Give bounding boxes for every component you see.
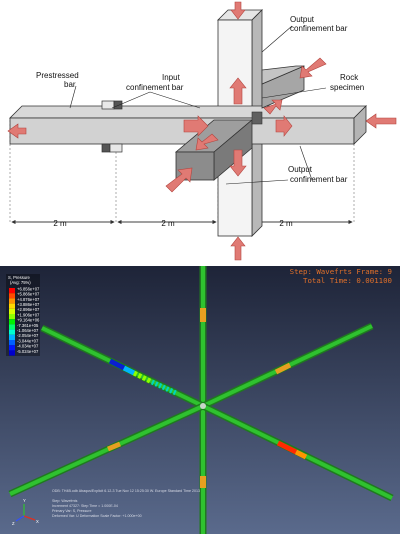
legend-value: +5.866e+07 (17, 292, 40, 297)
legend-value: -3.044e+07 (17, 338, 39, 343)
triad-x-label: X (36, 519, 39, 524)
legend-value: +2.896e+07 (17, 307, 40, 312)
triad-z-label: Z (12, 521, 15, 526)
triad-y-label: Y (23, 498, 26, 503)
bar-arm-right-lower (201, 402, 394, 502)
legend-color-swatch (9, 319, 15, 325)
odb-info-footer: ODB: TH4B.odb Abaqus/Explicit 6.12-3 Tue… (52, 489, 200, 518)
legend-color-swatch (9, 329, 15, 335)
pressure-legend: S, Pressure (Avg: 75%) +6.856e+07+5.866e… (6, 274, 40, 356)
legend-title: S, Pressure (8, 275, 31, 280)
legend-color-swatch (9, 288, 15, 294)
axis-triad: Y X Z (12, 498, 39, 526)
footer-line: Deformed Var: U Deformation Scale Factor… (52, 514, 142, 518)
dimension-label-1: 2 m (53, 219, 67, 228)
legend-subtitle: (Avg: 75%) (10, 280, 31, 285)
footer-line: ODB: TH4B.odb Abaqus/Explicit 6.12-3 Tue… (52, 489, 200, 493)
footer-line: Primary Var: S, Pressure (52, 509, 91, 513)
legend-color-swatch (9, 308, 15, 314)
total-time-readout: Total Time: 0.001100 (303, 276, 392, 285)
legend-color-swatch (9, 350, 15, 356)
legend-color-swatch (9, 345, 15, 351)
dimension-label-2: 2 m (161, 219, 175, 228)
legend-color-swatch (9, 324, 15, 330)
legend-value: +4.876e+07 (17, 297, 40, 302)
legend-color-swatch (9, 314, 15, 320)
fem-pressure-plot: S, Pressure (Avg: 75%) +6.856e+07+5.866e… (0, 266, 400, 534)
legend-color-swatch (9, 334, 15, 340)
legend-value: -7.361e+05 (17, 323, 39, 328)
legend-value: -5.024e+07 (17, 349, 39, 354)
legend-value: +9.164e+06 (17, 318, 40, 323)
bar-system-schematic: 2 m 2 m 2 m (7, 1, 397, 261)
prestressed-bar-clamps (101, 100, 123, 153)
leader-lines (69, 25, 327, 185)
legend-value: +1.906e+07 (17, 312, 40, 317)
legend-value: +6.856e+07 (17, 286, 40, 291)
bar-arm-left-upper (40, 324, 205, 410)
footer-line: Step: Wavefrnts (52, 499, 78, 503)
rock-specimen (261, 65, 305, 109)
legend-color-swatch (9, 303, 15, 309)
legend-value: -4.034e+07 (17, 344, 39, 349)
legend-color-swatch (9, 293, 15, 299)
step-frame-readout: Step: Wavefrts Frame: 9 (290, 267, 392, 276)
specimen-node (200, 403, 206, 409)
specimen-cube (251, 111, 263, 125)
bar-arm-vertical-top (199, 266, 207, 406)
bar-arm-right-upper (201, 322, 374, 410)
bar-arm-left-lower (8, 402, 205, 498)
legend-value: -2.054e+07 (17, 333, 39, 338)
dimension-label-3: 2 m (279, 219, 293, 228)
legend-color-swatch (9, 340, 15, 346)
legend-value: +3.886e+07 (17, 302, 40, 307)
footer-line: Increment 47327: Step Time = 1.000E-04 (52, 504, 118, 508)
legend-color-swatch (9, 298, 15, 304)
legend-value: -1.064e+07 (17, 328, 39, 333)
bar-arm-vertical-bottom (199, 406, 207, 534)
load-arrows (7, 1, 397, 261)
input-bar-horizontal (9, 105, 367, 145)
